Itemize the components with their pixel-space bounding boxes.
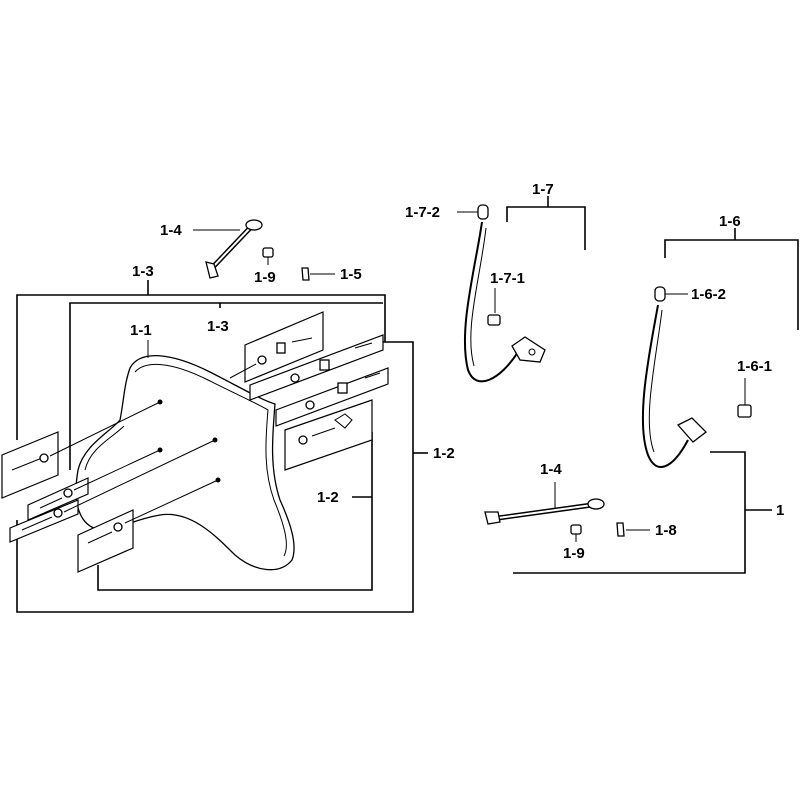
callout-1-3-outer: 1-3 xyxy=(132,263,154,280)
bracket-1-7 xyxy=(506,196,586,250)
bolt-1-8 xyxy=(616,522,650,537)
callout-1-3-inner: 1-3 xyxy=(207,318,229,335)
mount-plate-left-lower xyxy=(9,437,218,543)
mount-plate-right-1 xyxy=(229,311,324,383)
bolt-1-5 xyxy=(301,267,335,281)
callout-1-6: 1-6 xyxy=(719,213,741,230)
bracket-1-2-outer xyxy=(16,341,428,613)
bracket-1-2-inner xyxy=(97,432,373,591)
callout-1-6-2: 1-6-2 xyxy=(691,286,726,303)
bolt-1-7-1 xyxy=(487,288,501,326)
callout-1-9-bottom: 1-9 xyxy=(563,545,585,562)
bracket-1 xyxy=(513,451,772,574)
callout-1-2-lower: 1-2 xyxy=(317,489,339,506)
callout-1-8: 1-8 xyxy=(655,522,677,539)
mount-plate-left-mid xyxy=(27,447,163,521)
callout-1-4-bottom: 1-4 xyxy=(540,461,562,478)
callout-1-4-top: 1-4 xyxy=(160,222,182,239)
cable-1-6 xyxy=(641,286,707,468)
bolt-1-6-1 xyxy=(737,378,752,418)
callout-1-5: 1-5 xyxy=(340,266,362,283)
callout-1: 1 xyxy=(776,502,784,519)
mount-plate-left-upper xyxy=(1,399,163,499)
cable-1-7 xyxy=(457,204,546,383)
nut-1-9-top xyxy=(262,247,274,265)
callout-1-6-1: 1-6-1 xyxy=(737,358,772,375)
mount-plate-right-2 xyxy=(249,334,384,401)
callout-1-7-1: 1-7-1 xyxy=(490,270,525,287)
bracket-1-3-outer xyxy=(16,280,386,440)
callout-1-7-2: 1-7-2 xyxy=(405,204,440,221)
bracket-1-6 xyxy=(664,228,799,330)
nut-1-9-bottom xyxy=(570,524,582,542)
callout-1-2-upper: 1-2 xyxy=(433,445,455,462)
cable-1-4-top xyxy=(193,219,263,279)
mount-plate-right-3 xyxy=(275,367,389,427)
callout-1-1: 1-1 xyxy=(130,322,152,339)
mount-plate-right-4 xyxy=(284,399,373,471)
mount-plate-bottom xyxy=(77,477,221,573)
bracket-1-3-inner xyxy=(69,302,383,470)
callout-1-7: 1-7 xyxy=(532,181,554,198)
cable-1-4-bottom xyxy=(484,482,605,525)
callout-1-9-top: 1-9 xyxy=(254,269,276,286)
